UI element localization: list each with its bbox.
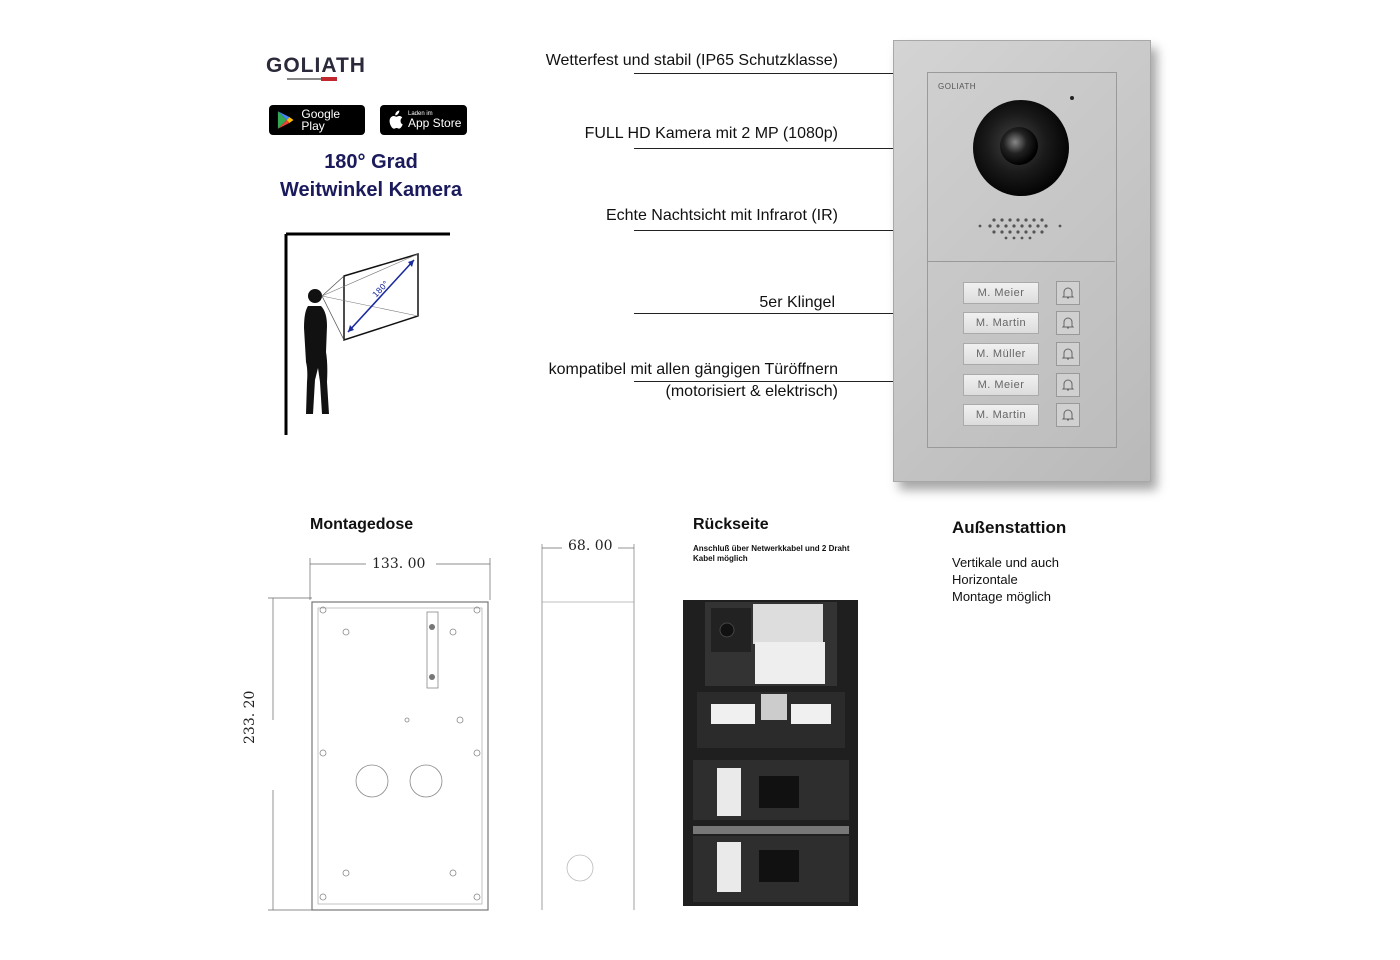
bell-button-4[interactable] xyxy=(1056,373,1080,397)
apple-icon xyxy=(389,110,403,129)
rueckseite-title: Rückseite xyxy=(693,516,769,533)
google-play-badge[interactable]: Google Play xyxy=(269,105,365,135)
module-divider xyxy=(927,261,1115,262)
bell-icon xyxy=(1061,379,1075,391)
feature-bells: 5er Klingel xyxy=(759,294,835,311)
brand-logo: GOLIATH xyxy=(266,54,366,77)
bell-button-3[interactable] xyxy=(1056,342,1080,366)
montagedose-title: Montagedose xyxy=(310,516,414,533)
callout-line-3 xyxy=(634,230,893,231)
speaker-grille xyxy=(978,218,1062,240)
google-play-label: Google Play xyxy=(301,107,341,133)
app-store-small: Laden im xyxy=(408,111,433,117)
mounting-box-drawing xyxy=(268,558,491,911)
callout-line-5 xyxy=(634,381,893,382)
ir-sensor xyxy=(1070,96,1074,100)
bell-icon xyxy=(1061,409,1075,421)
name-tag-2: M. Martin xyxy=(963,312,1039,334)
bell-icon xyxy=(1061,317,1075,329)
name-tag-4: M. Meier xyxy=(963,374,1039,396)
feature-door-opener-detail: (motorisiert & elektrisch) xyxy=(665,383,838,400)
bell-icon xyxy=(1061,287,1075,299)
feature-door-opener: kompatibel mit allen gängigen Türöffnern xyxy=(548,361,838,378)
feature-camera: FULL HD Kamera mit 2 MP (1080p) xyxy=(584,125,838,142)
rueckseite-note: Anschluß über Netwerkkabel und 2 Draht K… xyxy=(693,544,850,563)
wide-angle-diagram: 180° xyxy=(284,232,450,435)
callout-line-2 xyxy=(634,148,893,149)
aussenstation-line-2: Horizontale xyxy=(952,572,1018,587)
google-play-icon xyxy=(277,111,294,129)
camera-headline: 180° Grad Weitwinkel Kamera xyxy=(260,148,482,204)
bell-icon xyxy=(1061,348,1075,360)
aussenstation-line-3: Montage möglich xyxy=(952,589,1051,604)
name-tag-3: M. Müller xyxy=(963,343,1039,365)
aussenstation-title: Außenstattion xyxy=(952,518,1067,537)
headline-line2: Weitwinkel Kamera xyxy=(280,179,462,201)
aussenstation-line-1: Vertikale und auch xyxy=(952,555,1059,570)
mounting-box-side-view xyxy=(541,544,635,910)
callout-line-1 xyxy=(634,73,893,74)
name-tag-1: M. Meier xyxy=(963,282,1039,304)
bell-button-5[interactable] xyxy=(1056,403,1080,427)
camera-lens-icon xyxy=(1000,127,1038,165)
depth-dimension: 68. 00 xyxy=(568,538,613,554)
app-store-badge[interactable]: Laden im App Store xyxy=(380,105,467,135)
feature-weatherproof: Wetterfest und stabil (IP65 Schutzklasse… xyxy=(545,52,838,69)
logo-underline xyxy=(287,77,337,81)
callout-line-4 xyxy=(634,313,893,314)
width-dimension: 133. 00 xyxy=(372,556,426,572)
name-tag-5: M. Martin xyxy=(963,404,1039,426)
door-station-brand: GOLIATH xyxy=(938,82,977,91)
app-store-label: App Store xyxy=(408,116,462,130)
bell-button-2[interactable] xyxy=(1056,311,1080,335)
headline-line1: 180° Grad xyxy=(324,151,418,173)
back-panel-detail xyxy=(693,602,849,902)
bell-button-1[interactable] xyxy=(1056,281,1080,305)
person-silhouette xyxy=(304,289,329,414)
feature-night-vision: Echte Nachtsicht mit Infrarot (IR) xyxy=(605,207,838,224)
height-dimension: 233. 20 xyxy=(242,690,258,744)
aussenstation-text: Vertikale und auch Horizontale Montage m… xyxy=(952,554,1059,605)
